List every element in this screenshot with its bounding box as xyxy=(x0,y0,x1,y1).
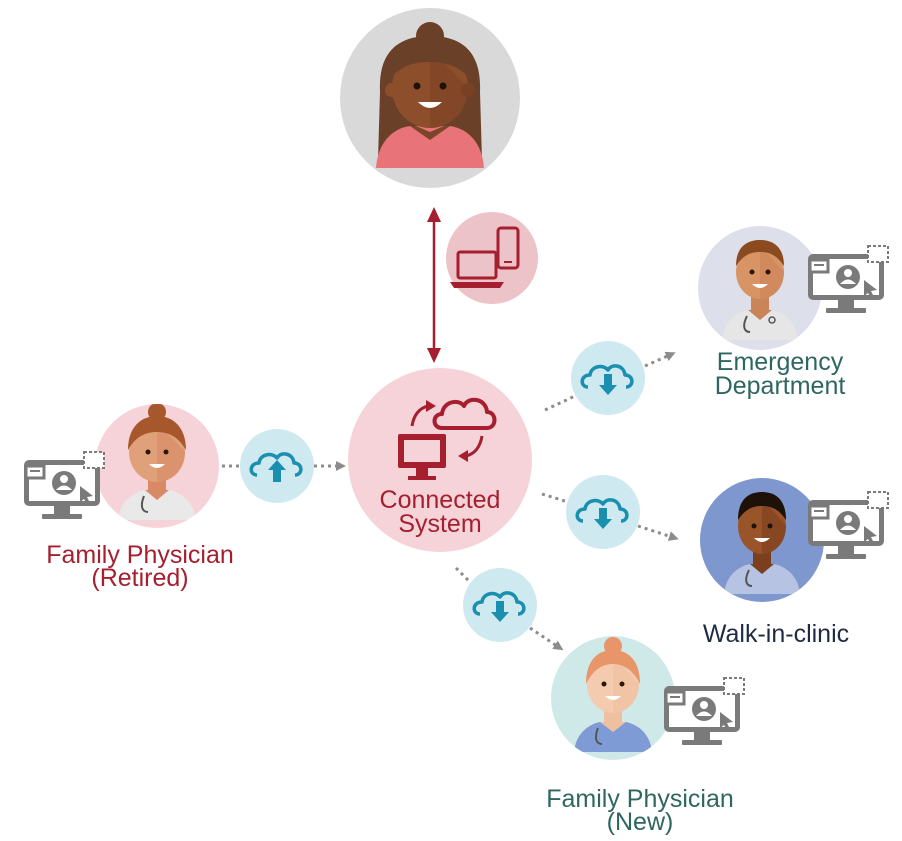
connected-system-label: Connected System xyxy=(350,486,530,538)
cloud-download-icon-new xyxy=(463,568,537,642)
computer-sync-icon xyxy=(398,397,497,480)
download-arrow-new-a xyxy=(454,566,474,586)
emergency-department-line1: Emergency xyxy=(716,348,844,376)
family-physician-retired-label: Family Physician (Retired) xyxy=(20,541,260,592)
connected-system-node xyxy=(348,368,532,552)
patient-system-arrow xyxy=(427,207,441,363)
connected-system-line2: System xyxy=(398,510,482,538)
download-arrow-emergency-b xyxy=(644,351,676,368)
doctor-avatar-emergency xyxy=(698,226,822,350)
family-physician-retired-line1: Family Physician xyxy=(46,541,234,569)
download-arrow-new-b xyxy=(529,626,564,651)
cloud-download-icon-walkin xyxy=(566,475,640,549)
family-physician-retired-line2: (Retired) xyxy=(91,564,189,592)
emergency-department-line2: Department xyxy=(714,372,846,400)
download-arrow-emergency-a xyxy=(544,394,576,412)
devices-icon xyxy=(446,212,538,304)
download-arrow-walkin-b xyxy=(637,524,679,541)
patient-avatar xyxy=(340,8,520,188)
ehr-monitor-icon-retired xyxy=(22,450,106,521)
emergency-department-label: Emergency Department xyxy=(690,348,870,400)
family-physician-new-line2: (New) xyxy=(606,808,674,836)
doctor-avatar-walkin xyxy=(700,478,824,602)
family-physician-new-line1: Family Physician xyxy=(546,785,734,813)
connected-system-line1: Connected xyxy=(379,486,501,514)
download-arrow-walkin-a xyxy=(541,492,569,504)
walk-in-clinic-line1: Walk-in-clinic xyxy=(702,620,850,648)
cloud-upload-icon xyxy=(240,429,314,503)
ehr-monitor-icon-new xyxy=(662,676,746,747)
cloud-download-icon-emergency xyxy=(571,341,645,415)
family-physician-new-label: Family Physician (New) xyxy=(520,785,760,836)
walk-in-clinic-label: Walk-in-clinic xyxy=(676,620,876,648)
doctor-avatar-new xyxy=(551,636,675,760)
doctor-avatar-retired xyxy=(95,404,219,528)
